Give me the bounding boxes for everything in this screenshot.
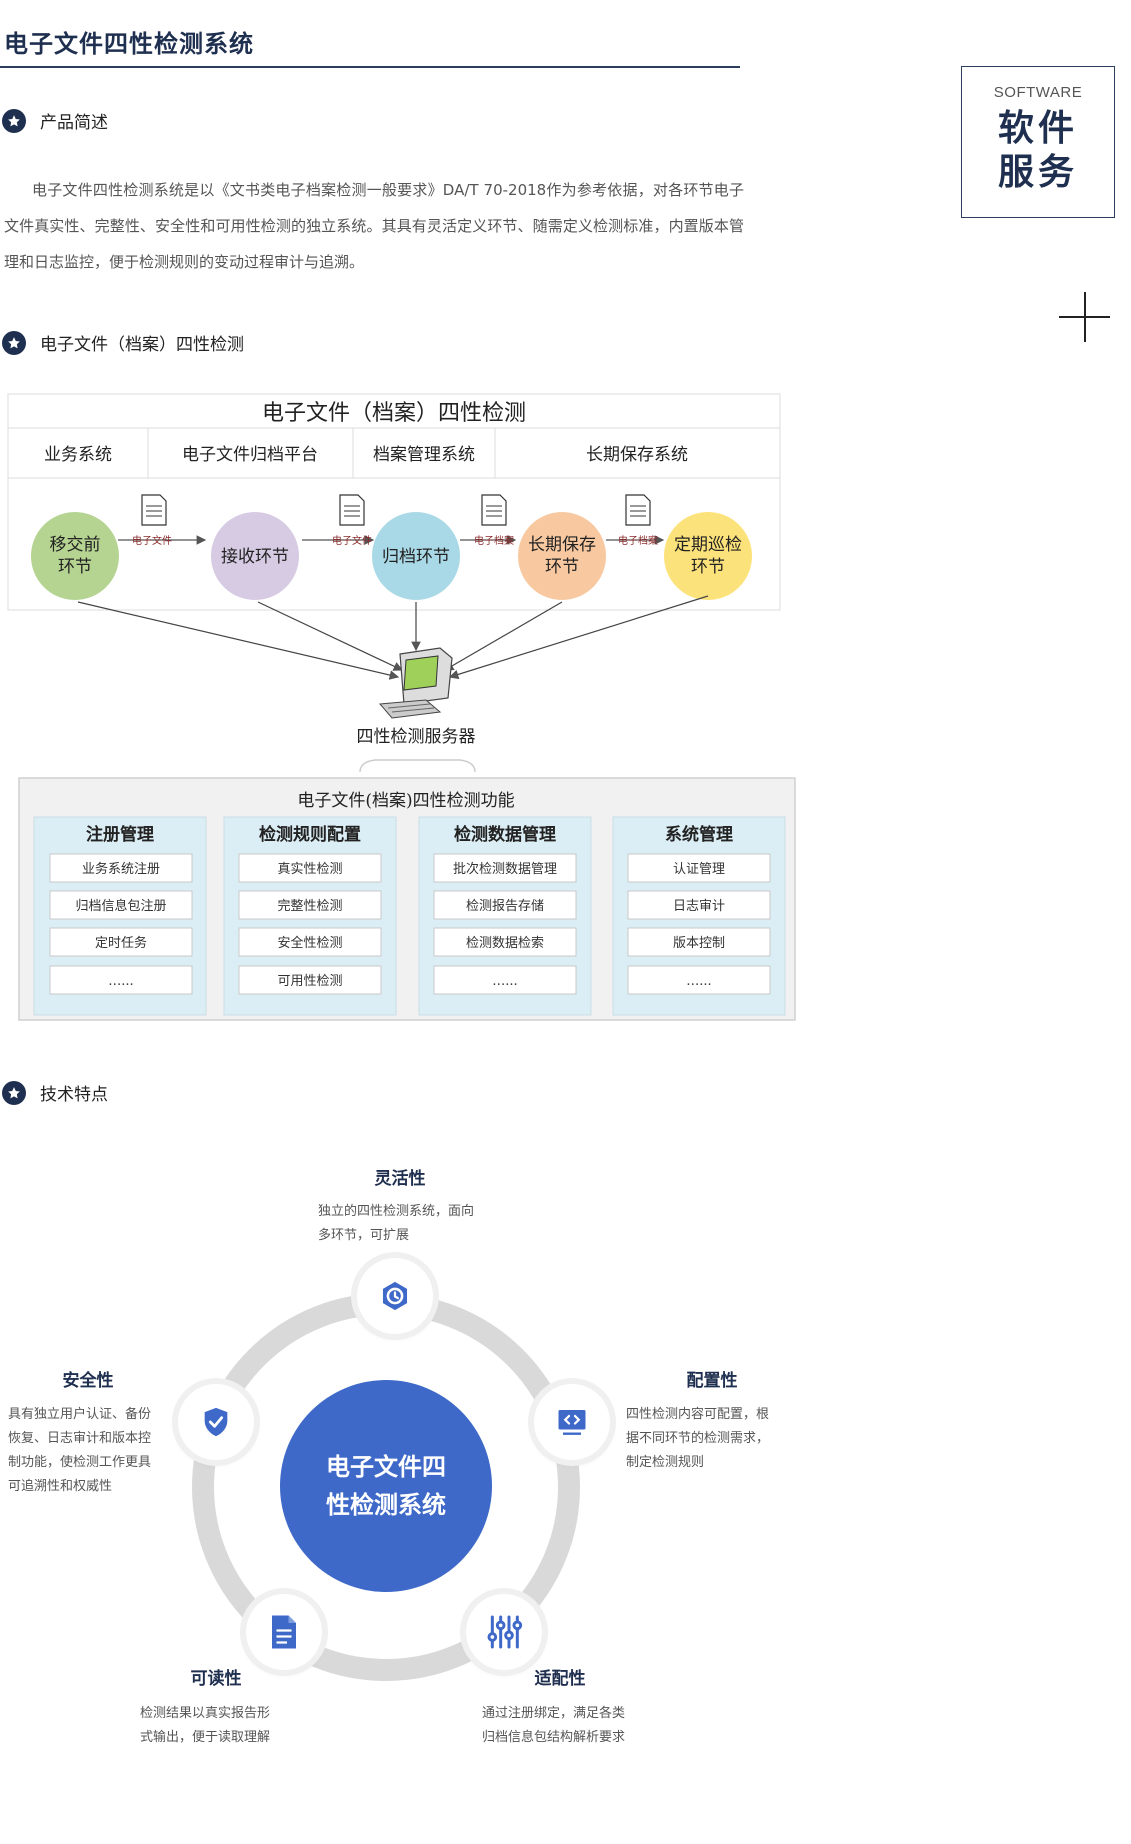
document-icon [339, 494, 365, 526]
four-properties-diagram: 电子文件（档案）四性检测 业务系统 电子文件归档平台 档案管理系统 长期保存系统… [7, 393, 796, 1021]
stage-pre-transfer: 移交前 环节 [31, 512, 119, 600]
svg-text:检测数据管理: 检测数据管理 [454, 824, 556, 845]
side-cn-line2: 服务 [997, 152, 1078, 193]
stage-long-term: 长期保存 环节 [518, 512, 606, 600]
svg-text:移交前: 移交前 [50, 535, 101, 555]
readable-title: 可读性 [190, 1669, 242, 1689]
adaptable-node[interactable] [466, 1594, 542, 1670]
svg-text:…...: …... [686, 974, 711, 989]
svg-text:批次检测数据管理: 批次检测数据管理 [453, 861, 557, 877]
svg-text:日志审计: 日志审计 [673, 899, 725, 914]
center-system-circle: 电子文件四 性检测系统 [280, 1380, 492, 1592]
adaptable-title: 适配性 [534, 1669, 586, 1689]
sliders-icon [487, 1615, 523, 1649]
side-en-label: SOFTWARE [993, 84, 1083, 101]
code-monitor-icon [558, 1410, 586, 1435]
svg-text:归档信息包注册: 归档信息包注册 [75, 898, 166, 914]
document-icon [272, 1615, 296, 1649]
configurable-title: 配置性 [686, 1371, 738, 1391]
document-icon [481, 494, 507, 526]
side-cn-line1: 软件 [997, 108, 1078, 149]
section-diagram-title: 电子文件（档案）四性检测 [40, 335, 244, 355]
adaptable-desc: 通过注册绑定，满足各类归档信息包结构解析要求 [482, 1706, 626, 1745]
svg-text:完整性检测: 完整性检测 [277, 899, 342, 914]
page-title: 电子文件四性检测系统 [4, 29, 254, 58]
svg-text:定时任务: 定时任务 [95, 935, 147, 951]
svg-text:环节: 环节 [691, 557, 725, 577]
configurable-node[interactable] [534, 1384, 610, 1460]
svg-text:业务系统注册: 业务系统注册 [82, 861, 160, 877]
svg-text:归档环节: 归档环节 [382, 547, 450, 567]
column-long-term-preservation: 长期保存系统 [586, 445, 688, 465]
server-label: 四性检测服务器 [357, 727, 476, 747]
svg-text:检测数据检索: 检测数据检索 [466, 936, 544, 951]
software-service-box[interactable]: SOFTWARE 软件 服务 [961, 66, 1115, 218]
document-icon [625, 494, 651, 526]
center-line2: 性检测系统 [326, 1490, 446, 1519]
svg-text:认证管理: 认证管理 [673, 862, 725, 877]
section-intro-heading: 产品简述 [2, 108, 108, 133]
svg-text:长期保存: 长期保存 [528, 535, 596, 555]
column-archiving-platform: 电子文件归档平台 [182, 445, 318, 465]
svg-text:环节: 环节 [58, 557, 92, 577]
security-desc: 具有独立用户认证、备份恢复、日志审计和版本控制功能，使检测工作更具可追溯性和权威… [8, 1407, 152, 1494]
shield-check-icon [204, 1407, 228, 1437]
svg-text:系统管理: 系统管理 [665, 824, 733, 845]
arrow-label: 电子文件 [332, 534, 372, 547]
svg-text:检测报告存储: 检测报告存储 [466, 899, 544, 914]
document-icon [141, 494, 167, 526]
svg-text:…...: …... [492, 974, 517, 989]
star-icon [2, 330, 26, 355]
svg-text:…...: …... [108, 974, 133, 989]
star-icon [2, 108, 26, 133]
group-registration: 注册管理 业务系统注册 归档信息包注册 定时任务 …... [33, 816, 207, 1016]
svg-text:可用性检测: 可用性检测 [277, 974, 342, 989]
stage-receive: 接收环节 [211, 512, 299, 600]
svg-text:接收环节: 接收环节 [221, 547, 289, 567]
intro-paragraph: 电子文件四性检测系统是以《文书类电子档案检测一般要求》DA/T 70-2018作… [4, 181, 744, 271]
stage-archive: 归档环节 [372, 512, 460, 600]
diagram-title: 电子文件（档案）四性检测 [262, 401, 526, 426]
group-rule-config: 检测规则配置 真实性检测 完整性检测 安全性检测 可用性检测 [223, 816, 397, 1016]
column-business-system: 业务系统 [44, 445, 112, 465]
arrow-label: 电子文件 [132, 534, 172, 547]
diagram-title-box [7, 393, 781, 429]
svg-text:注册管理: 注册管理 [86, 824, 154, 845]
functions-title: 电子文件(档案)四性检测功能 [297, 791, 514, 811]
column-archive-management: 档案管理系统 [373, 445, 475, 465]
readable-node[interactable] [246, 1594, 322, 1670]
title-divider [0, 66, 740, 68]
flexibility-node[interactable] [357, 1258, 433, 1334]
star-icon [2, 1080, 26, 1105]
arrow-label: 电子档案 [618, 534, 658, 547]
stage-periodic-inspection: 定期巡检 环节 [664, 512, 752, 600]
security-node[interactable] [178, 1384, 254, 1460]
svg-text:定期巡检: 定期巡检 [674, 535, 742, 555]
section-features-title: 技术特点 [40, 1085, 108, 1105]
group-data-management: 检测数据管理 批次检测数据管理 检测报告存储 检测数据检索 …... [418, 816, 592, 1016]
section-intro-title: 产品简述 [40, 113, 108, 133]
arrow-label: 电子档案 [474, 534, 514, 547]
side-cn-label: 软件 服务 [962, 107, 1114, 195]
flexibility-desc: 独立的四性检测系统，面向多环节，可扩展 [318, 1204, 475, 1243]
center-line1: 电子文件四 [326, 1452, 446, 1481]
readable-desc: 检测结果以真实报告形式输出，便于读取理解 [140, 1706, 271, 1745]
section-features-heading: 技术特点 [2, 1080, 108, 1105]
configurable-desc: 四性检测内容可配置，根据不同环节的检测需求，制定检测规则 [626, 1407, 770, 1470]
section-diagram-heading: 电子文件（档案）四性检测 [2, 330, 244, 355]
clock-icon [382, 1281, 408, 1311]
group-system-management: 系统管理 认证管理 日志审计 版本控制 …... [612, 816, 786, 1016]
flexibility-title: 灵活性 [374, 1169, 426, 1189]
svg-text:安全性检测: 安全性检测 [277, 935, 342, 951]
security-title: 安全性 [62, 1371, 114, 1391]
svg-text:版本控制: 版本控制 [673, 936, 725, 951]
svg-text:环节: 环节 [545, 557, 579, 577]
computer-server-icon [378, 647, 453, 719]
svg-text:检测规则配置: 检测规则配置 [259, 824, 361, 845]
svg-text:真实性检测: 真实性检测 [277, 862, 342, 877]
